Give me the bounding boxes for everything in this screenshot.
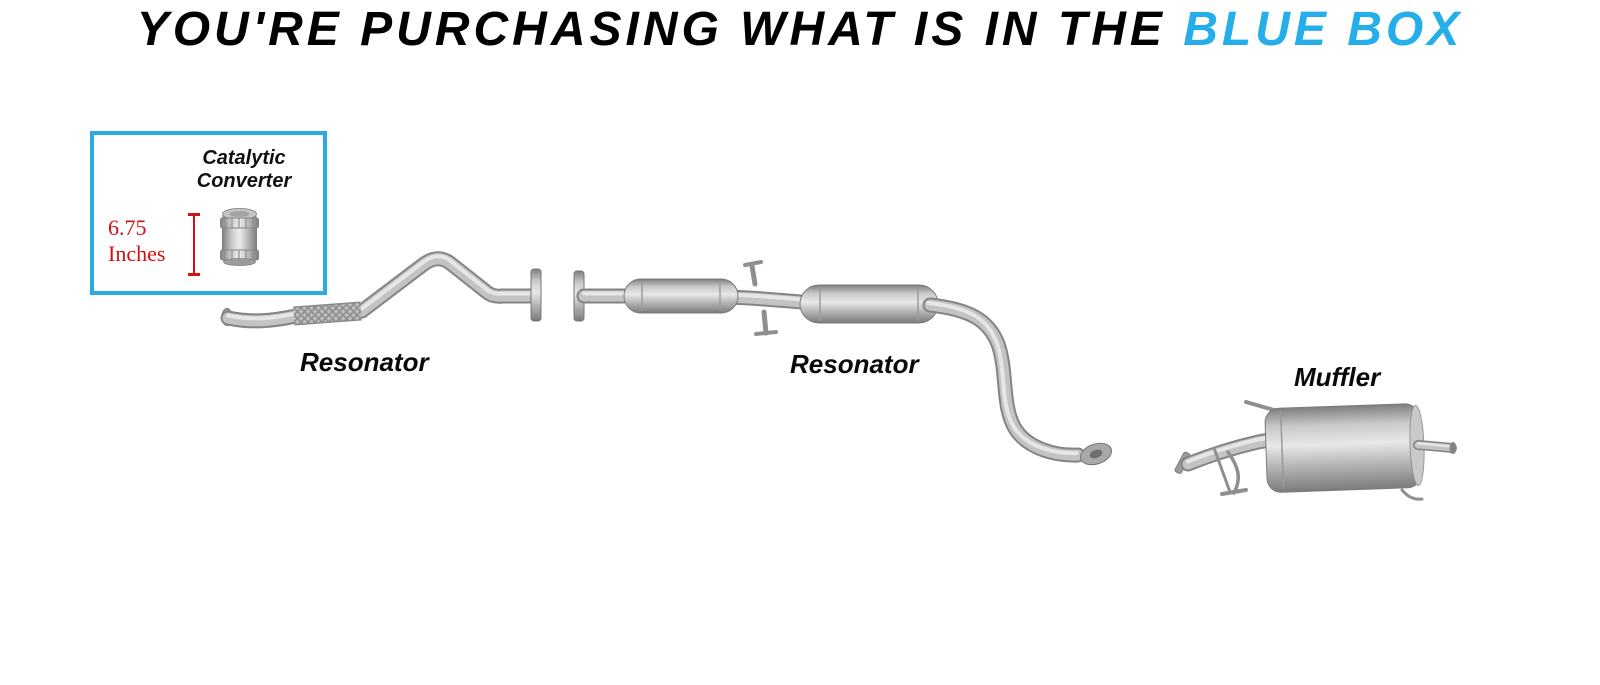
muffler-inlet-pipe	[1174, 434, 1292, 474]
flex-braid-section	[293, 301, 362, 326]
resonator-rear-label: Resonator	[790, 349, 919, 379]
down-pipe-flange	[1079, 442, 1113, 466]
catalytic-converter-label-line1: Catalytic	[202, 147, 286, 169]
catalytic-converter-image	[220, 208, 259, 266]
muffler-outlet-pipe	[1400, 442, 1457, 501]
front-pipe-flange	[530, 268, 542, 322]
blue-box: Catalytic Converter 6.75 Inches	[90, 131, 327, 295]
down-pipe	[929, 303, 1079, 455]
muffler-body	[1264, 403, 1425, 493]
resonator-front-label: Resonator	[300, 347, 429, 377]
resonator-rear-body	[799, 284, 939, 324]
banner-text: YOU'RE PURCHASING WHAT IS IN THE	[136, 3, 1184, 56]
muffler-label: Muffler	[1294, 362, 1381, 392]
front-pipe	[222, 256, 534, 325]
measurement-value: 6.75	[108, 215, 147, 240]
measurement-bracket	[188, 213, 200, 276]
catalytic-converter-label-line2: Converter	[196, 170, 292, 192]
banner-highlight-text: BLUE BOX	[1183, 3, 1464, 56]
hanger-pins	[743, 260, 778, 336]
measurement-unit: Inches	[108, 241, 166, 266]
banner-headline: YOU'RE PURCHASING WHAT IS IN THE BLUE BO…	[0, 2, 1600, 57]
measurement-text: 6.75 Inches	[108, 215, 165, 267]
catalytic-converter-body	[220, 208, 259, 266]
resonator-front-body	[623, 278, 739, 314]
catalytic-converter-label: Catalytic Converter	[179, 147, 309, 193]
